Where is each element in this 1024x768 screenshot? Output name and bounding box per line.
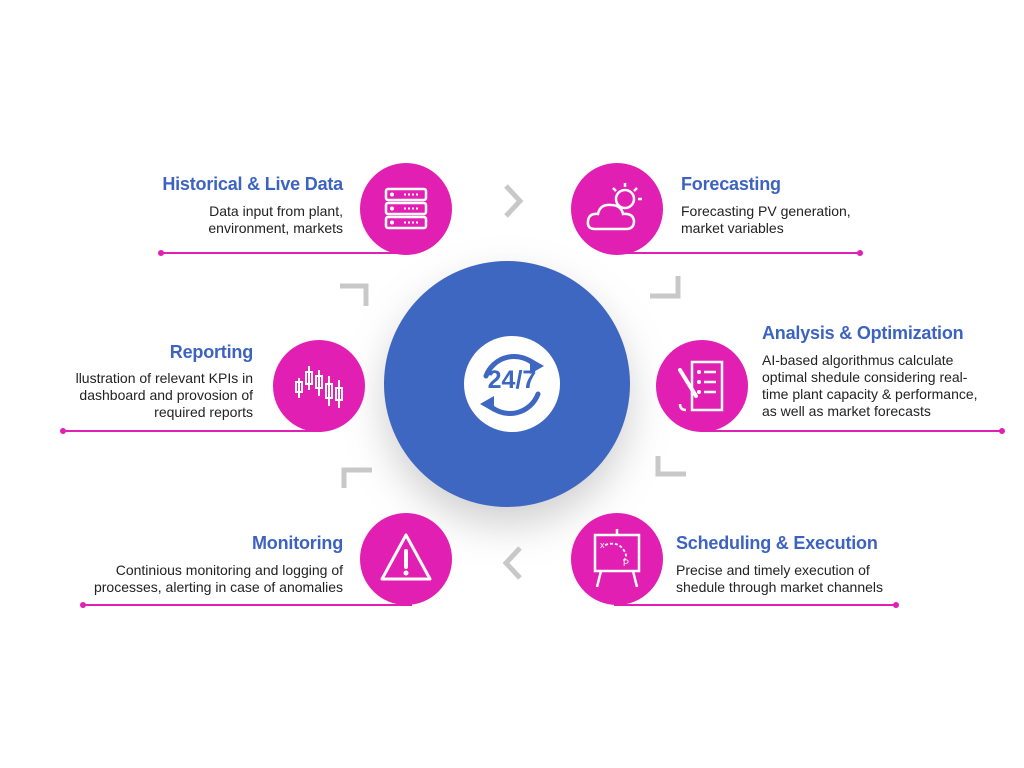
analysis-dot (999, 428, 1005, 434)
historical-desc: Data input from plant, environment, mark… (208, 203, 343, 236)
center-label: 24/7 (487, 366, 537, 394)
analysis-title: Analysis & Optimization (762, 323, 964, 343)
analysis-node (656, 340, 748, 432)
scheduling-desc: Precise and timely execution of shedule … (676, 562, 884, 595)
forecasting-dot (857, 250, 863, 256)
chevron-up-icon (341, 467, 372, 488)
historical-dot (158, 250, 164, 256)
monitoring-underline (82, 604, 412, 606)
server-icon (384, 187, 428, 230)
chevron-up-icon (340, 283, 369, 306)
monitoring-dot (80, 602, 86, 608)
chevron-down-icon (650, 276, 681, 299)
forecasting-node (571, 163, 663, 255)
strategy-board-icon: x P (593, 529, 641, 588)
reporting-underline (62, 430, 322, 432)
analysis-desc: AI-based algorithmus calculate optimal s… (762, 352, 978, 419)
scheduling-node: x P (571, 513, 663, 605)
monitoring-desc: Continious monitoring and logging of pro… (93, 562, 343, 595)
monitoring-title: Monitoring (252, 533, 343, 553)
center-badge (464, 336, 560, 432)
chevron-down-icon (655, 456, 686, 477)
forecasting-desc: Forecasting PV generation, market variab… (681, 203, 851, 236)
scheduling-underline (614, 604, 896, 606)
svg-text:P: P (623, 558, 629, 568)
reporting-desc: llustration of relevant KPIs in dashboar… (75, 370, 253, 420)
candlestick-chart-icon (295, 366, 343, 408)
chevron-left-icon (502, 546, 522, 580)
scheduling-title: Scheduling & Execution (676, 533, 878, 553)
warning-icon (380, 533, 432, 581)
svg-text:x: x (600, 540, 605, 550)
reporting-title: Reporting (169, 342, 253, 362)
chevron-right-icon (504, 184, 524, 218)
historical-node (360, 163, 452, 255)
analysis-underline (700, 430, 1002, 432)
reporting-dot (60, 428, 66, 434)
monitoring-node (360, 513, 452, 605)
checklist-icon (678, 360, 724, 412)
historical-underline (160, 252, 412, 254)
forecasting-underline (614, 252, 860, 254)
forecasting-title: Forecasting (681, 174, 781, 194)
historical-title: Historical & Live Data (162, 174, 343, 194)
refresh-cycle-icon (480, 354, 544, 416)
scheduling-dot (893, 602, 899, 608)
reporting-node (273, 340, 365, 432)
weather-icon (586, 183, 642, 231)
